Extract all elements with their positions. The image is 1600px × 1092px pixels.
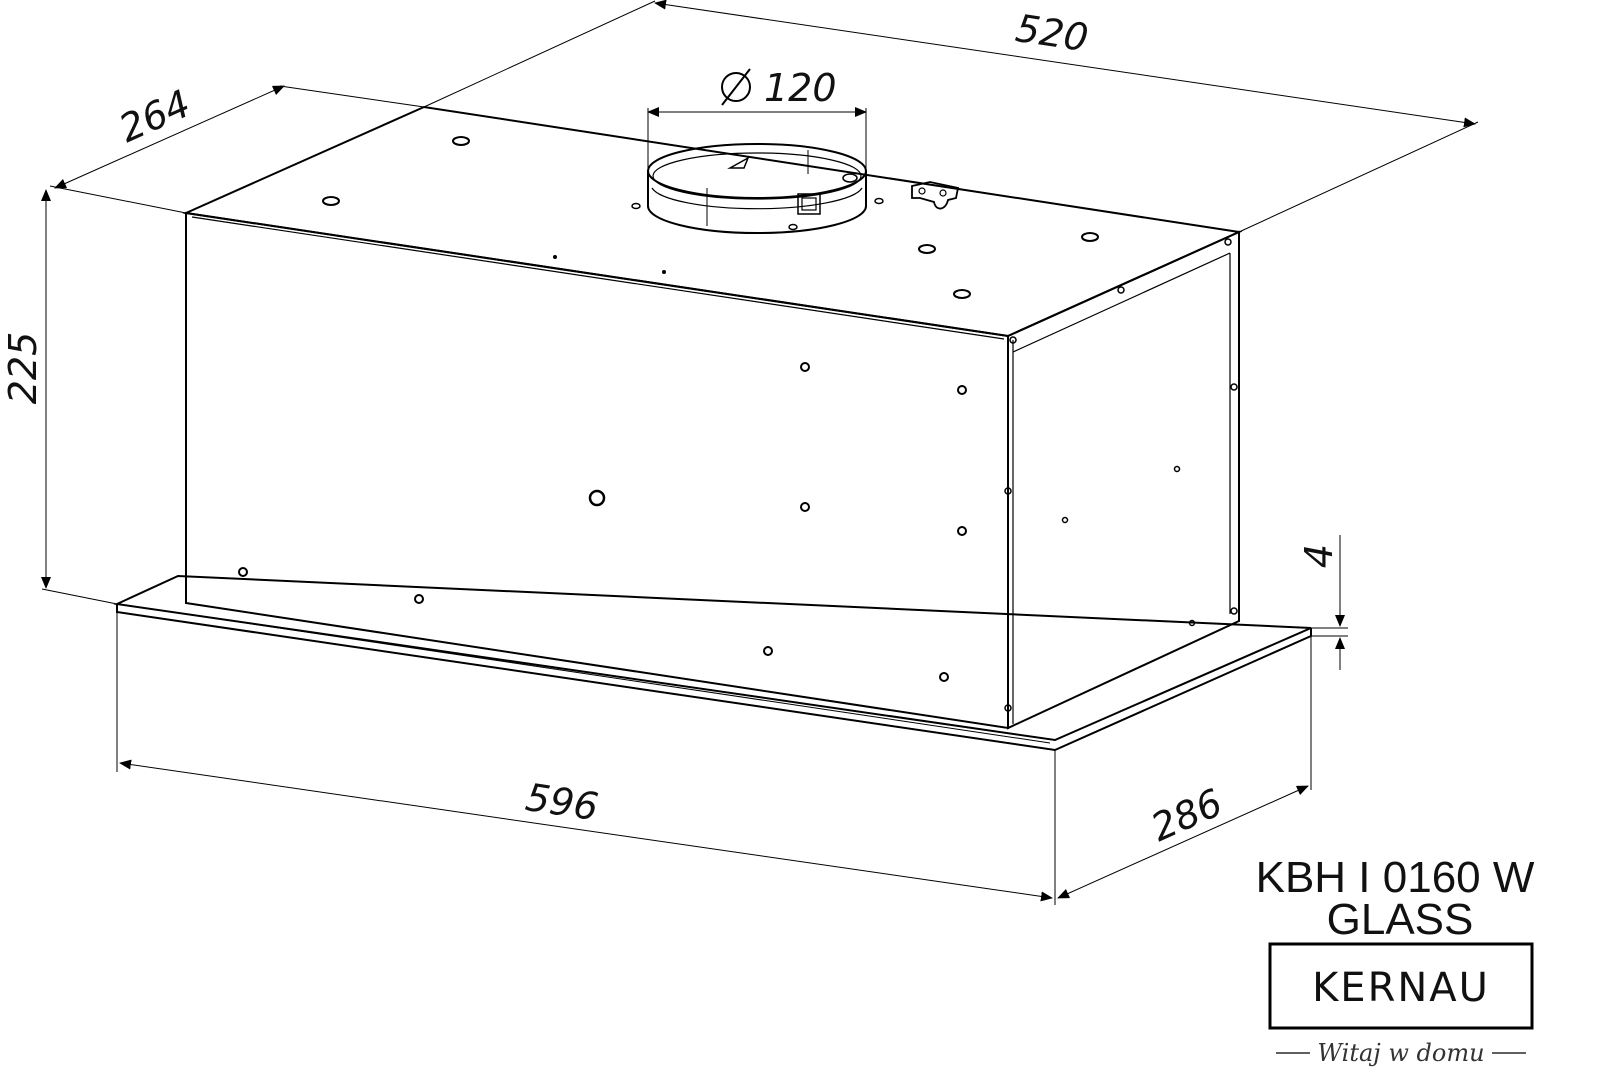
top-bracket bbox=[911, 181, 960, 210]
model-name: KBH I 0160 W bbox=[1256, 853, 1535, 902]
dim-width-bottom: 596 bbox=[523, 775, 601, 829]
hood-front-face bbox=[185, 211, 1009, 730]
dim-depth-top: 264 bbox=[113, 81, 197, 151]
glass-panel bbox=[113, 574, 1312, 752]
hood-top-face bbox=[182, 105, 1243, 338]
dim-glass-thickness: 4 bbox=[1297, 544, 1341, 568]
hood-side-face bbox=[1007, 230, 1240, 730]
dim-duct-diameter: 120 bbox=[764, 66, 837, 110]
brand-name: KERNAU bbox=[1312, 965, 1490, 1011]
model-variant: GLASS bbox=[1327, 895, 1474, 944]
screw-holes bbox=[238, 136, 1238, 712]
diameter-icon bbox=[721, 68, 751, 106]
dim-width-top: 520 bbox=[1013, 6, 1091, 60]
dim-depth-bottom: 286 bbox=[1145, 780, 1229, 850]
brand-slogan: Witaj w domu bbox=[1317, 1039, 1484, 1067]
dim-height: 225 bbox=[1, 332, 45, 405]
dimension-lines bbox=[41, 0, 1479, 905]
hood-body bbox=[182, 105, 1243, 730]
brand-logo: KERNAU bbox=[1268, 942, 1534, 1030]
